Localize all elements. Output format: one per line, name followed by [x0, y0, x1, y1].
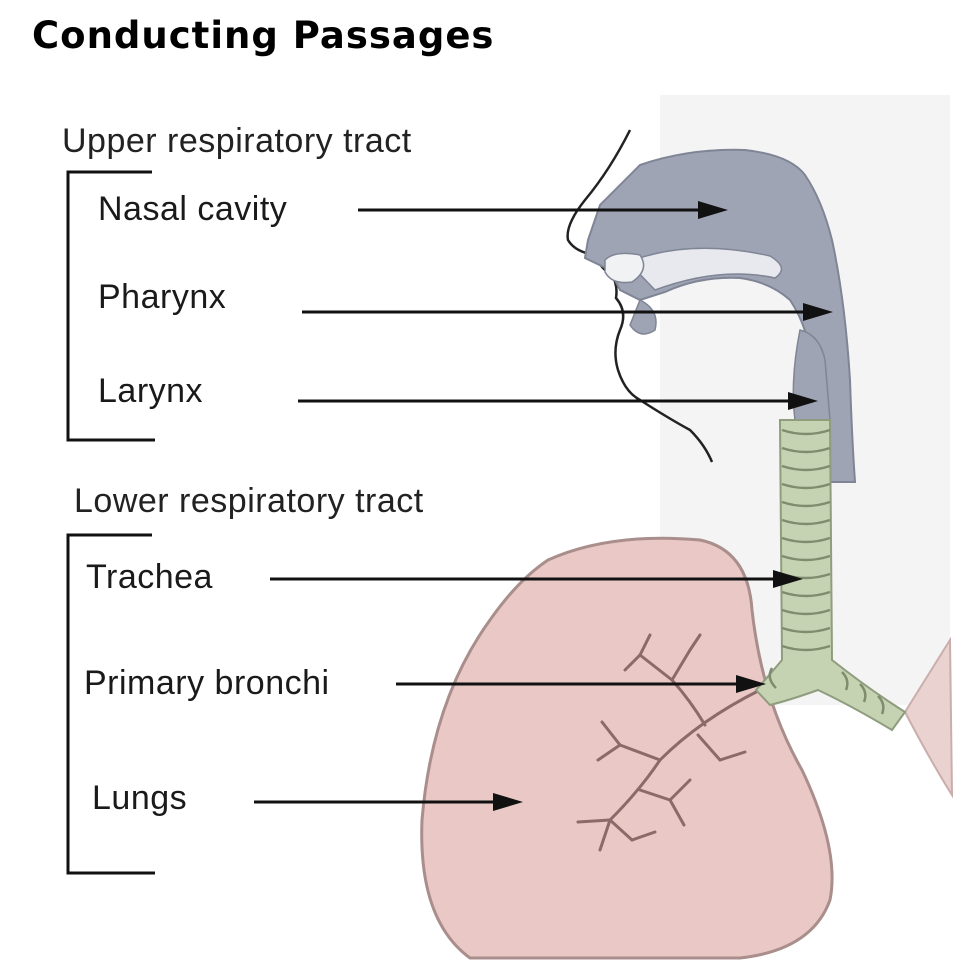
label-nasal-cavity: Nasal cavity	[98, 190, 288, 228]
label-pharynx: Pharynx	[98, 278, 227, 316]
bronchial-tree	[576, 633, 762, 852]
upper-airway	[583, 148, 857, 483]
label-primary-bronchi: Primary bronchi	[84, 664, 330, 702]
arrowhead-pharynx	[803, 303, 833, 321]
arrowhead-lungs	[493, 793, 523, 811]
oral-cavity	[626, 247, 783, 291]
upper-bracket	[66, 170, 155, 442]
label-trachea: Trachea	[86, 558, 213, 596]
trachea-bronchi	[754, 419, 907, 732]
lower-tract-heading: Lower respiratory tract	[74, 482, 424, 520]
arrowhead-nasal-cavity	[698, 201, 728, 219]
arrowhead-larynx	[788, 392, 818, 410]
arrowhead-primary-bronchi	[736, 675, 766, 693]
right-lung	[903, 636, 954, 799]
pointer-arrows	[254, 201, 833, 811]
arrowhead-trachea	[773, 570, 803, 588]
diagram-title: Conducting Passages	[32, 14, 495, 57]
face-outline	[566, 129, 714, 463]
lower-bracket	[66, 533, 155, 875]
label-larynx: Larynx	[98, 372, 204, 410]
upper-tract-heading: Upper respiratory tract	[62, 122, 412, 160]
tongue	[604, 252, 645, 284]
label-lungs: Lungs	[92, 779, 188, 817]
epiglottis	[629, 298, 657, 335]
